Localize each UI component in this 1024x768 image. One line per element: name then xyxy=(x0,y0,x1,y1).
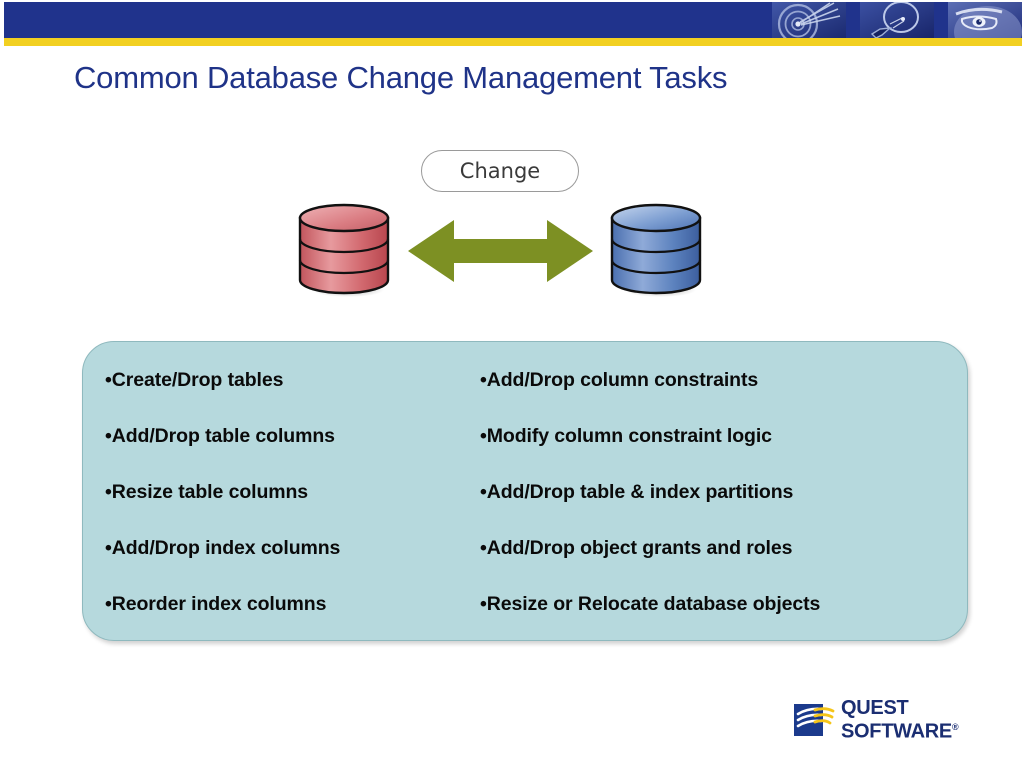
list-item-label: Modify column constraint logic xyxy=(486,425,772,447)
header-blue-band xyxy=(4,2,1022,38)
list-item-label: Create/Drop tables xyxy=(111,369,284,391)
list-item-label: Add/Drop index columns xyxy=(111,537,341,559)
header-banner xyxy=(4,2,1022,46)
tasks-panel: •Create/Drop tables •Add/Drop table colu… xyxy=(82,341,968,641)
eye-glasses-image xyxy=(948,2,1022,38)
list-item-label: Add/Drop column constraints xyxy=(486,369,759,391)
bidirectional-arrow xyxy=(408,218,593,284)
logo-software-text: SOFTWARE xyxy=(841,720,952,743)
quest-software-logo: QUEST SOFTWARE® xyxy=(794,696,964,743)
logo-line-quest: QUEST xyxy=(841,696,909,719)
bullet-icon: • xyxy=(105,369,112,391)
list-item: •Add/Drop table & index partitions xyxy=(480,478,960,534)
header-yellow-rule xyxy=(4,38,1022,46)
quest-software-wordmark: QUEST SOFTWARE® xyxy=(841,696,959,743)
tasks-left-column: •Create/Drop tables •Add/Drop table colu… xyxy=(83,366,480,646)
list-item: •Add/Drop column constraints xyxy=(480,366,960,422)
list-item-label: Add/Drop table columns xyxy=(111,425,335,447)
list-item: •Add/Drop table columns xyxy=(105,422,480,478)
bullet-icon: • xyxy=(480,481,487,503)
tasks-columns: •Create/Drop tables •Add/Drop table colu… xyxy=(83,366,967,646)
list-item: •Resize table columns xyxy=(105,478,480,534)
list-item-label: Add/Drop table & index partitions xyxy=(486,481,794,503)
list-item: •Add/Drop index columns xyxy=(105,534,480,590)
source-database-cylinder xyxy=(294,202,394,298)
quest-swoosh-icon xyxy=(794,702,836,738)
list-item: •Modify column constraint logic xyxy=(480,422,960,478)
disc-burst-image xyxy=(772,2,846,38)
list-item: •Create/Drop tables xyxy=(105,366,480,422)
bullet-icon: • xyxy=(480,537,487,559)
change-label-text: Change xyxy=(459,159,541,183)
list-item-label: Resize table columns xyxy=(111,481,309,503)
change-label-pill: Change xyxy=(421,150,579,192)
list-item-label: Add/Drop object grants and roles xyxy=(486,537,793,559)
bullet-icon: • xyxy=(480,369,487,391)
list-item: •Add/Drop object grants and roles xyxy=(480,534,960,590)
list-item: •Resize or Relocate database objects xyxy=(480,590,960,646)
bullet-icon: • xyxy=(105,537,112,559)
tasks-right-column: •Add/Drop column constraints •Modify col… xyxy=(480,366,960,646)
bullet-icon: • xyxy=(480,593,487,615)
lightbulb-image xyxy=(860,2,934,38)
page-title: Common Database Change Management Tasks xyxy=(74,60,728,95)
change-diagram: Change xyxy=(280,150,720,310)
list-item-label: Reorder index columns xyxy=(111,593,327,615)
logo-line-software: SOFTWARE® xyxy=(841,718,959,743)
list-item: •Reorder index columns xyxy=(105,590,480,646)
bullet-icon: • xyxy=(105,425,112,447)
bullet-icon: • xyxy=(105,481,112,503)
bullet-icon: • xyxy=(105,593,112,615)
registered-trademark-icon: ® xyxy=(951,721,959,732)
target-database-cylinder xyxy=(606,202,706,298)
bullet-icon: • xyxy=(480,425,487,447)
list-item-label: Resize or Relocate database objects xyxy=(486,593,821,615)
header-image-strip xyxy=(772,2,1022,38)
